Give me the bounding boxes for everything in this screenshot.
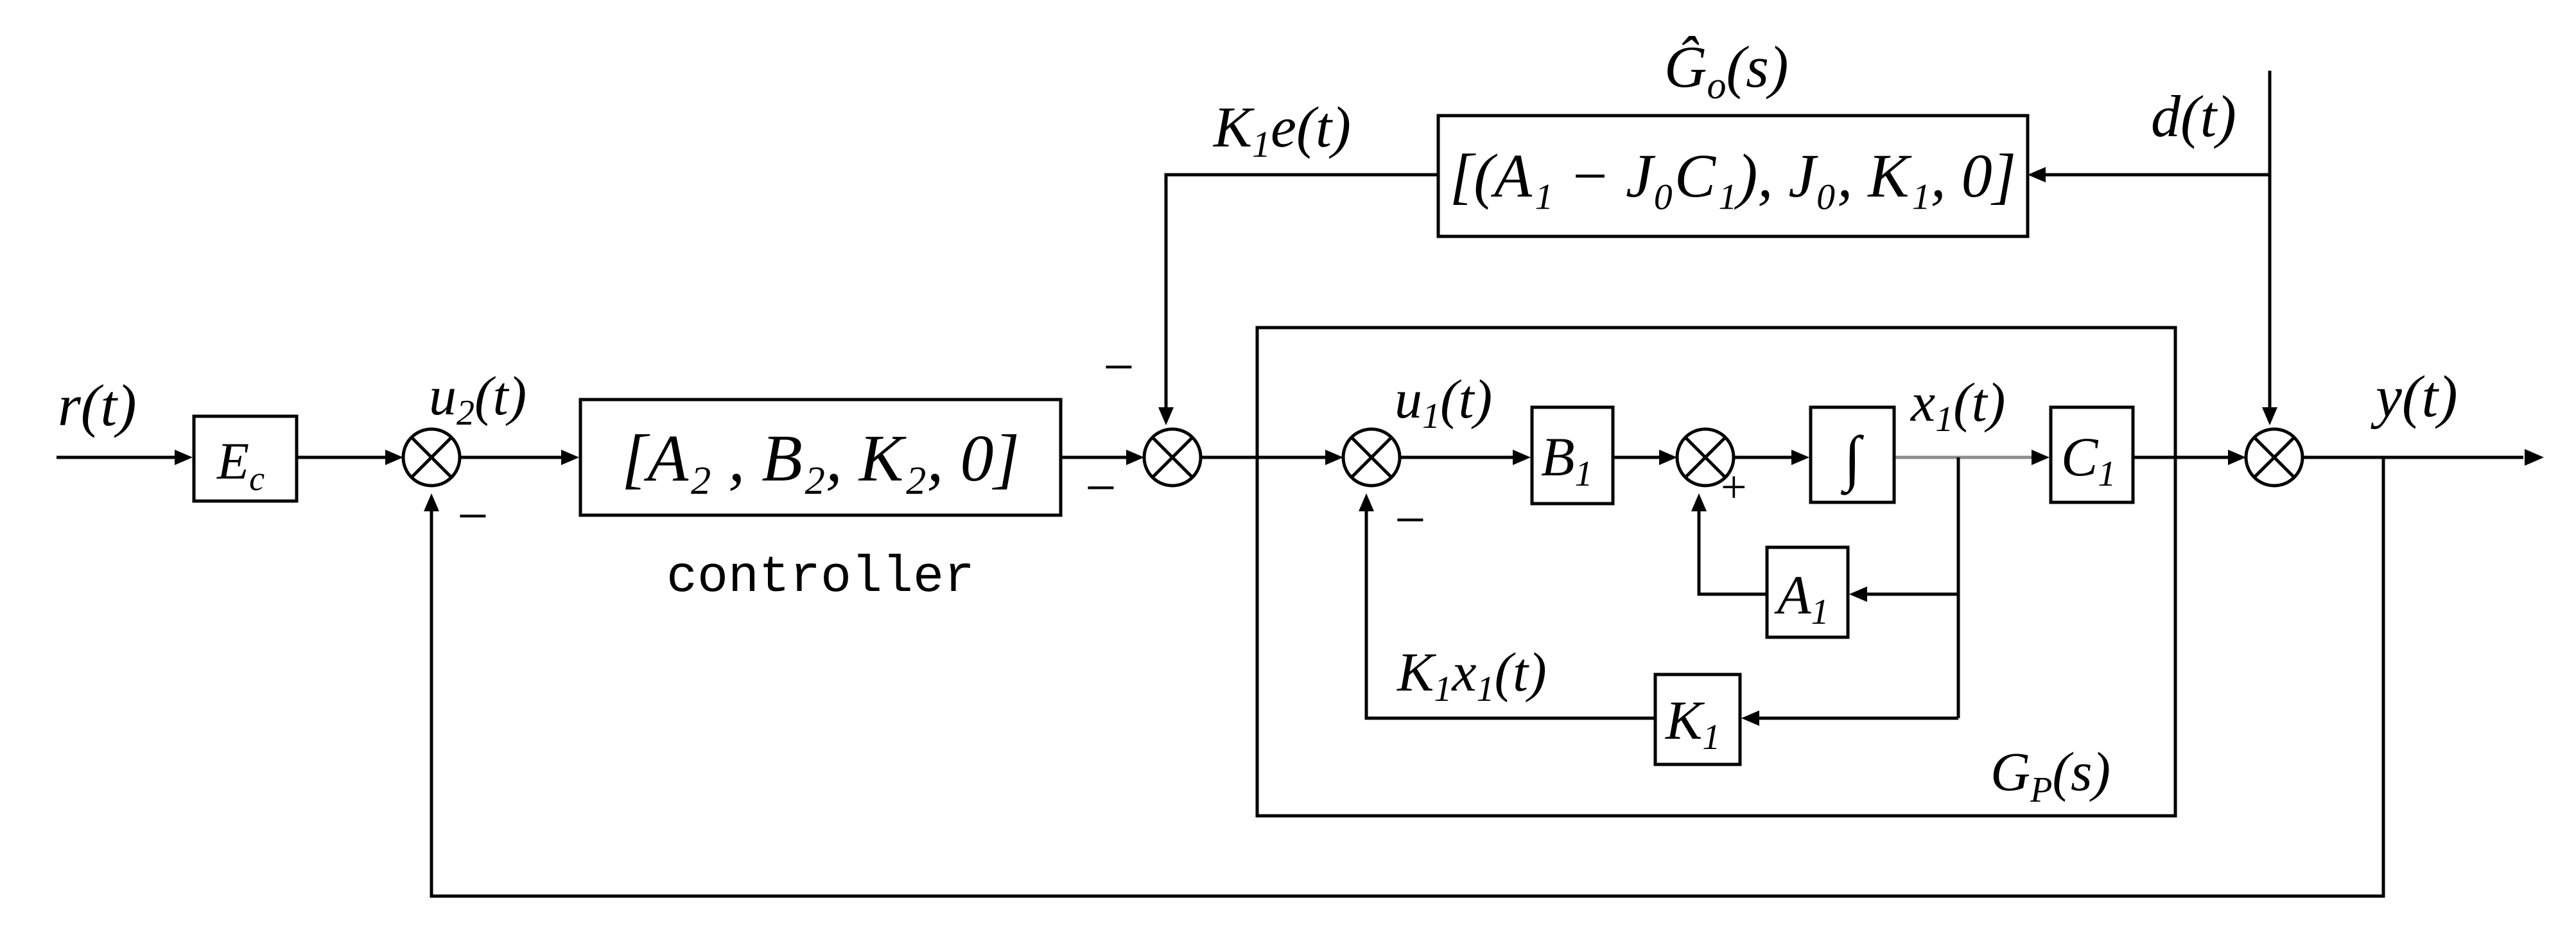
a1-block: A1 bbox=[1765, 545, 1850, 639]
controller-block: [A₂ , B₂, K₂, 0] bbox=[579, 398, 1063, 517]
arrowhead bbox=[1359, 493, 1374, 511]
svg-text:∫: ∫ bbox=[1840, 423, 1865, 495]
sign-minus-sum2-top: − bbox=[1103, 336, 1135, 398]
arrowhead bbox=[1126, 450, 1144, 465]
arrowhead bbox=[1325, 450, 1343, 465]
b1-block: B1 bbox=[1530, 405, 1615, 506]
arrowhead bbox=[1513, 450, 1531, 465]
svg-text:A1: A1 bbox=[1774, 564, 1829, 632]
summing-junction-5 bbox=[2244, 427, 2304, 488]
arrowhead bbox=[1158, 407, 1174, 425]
signal-k1e-label: K1e(t) bbox=[1212, 96, 1351, 165]
observer-title: Ĝo(s) bbox=[1664, 34, 1789, 107]
svg-text:K1: K1 bbox=[1664, 689, 1720, 757]
wire-a1-to-sum4 bbox=[1697, 507, 1767, 596]
ec-block: Ec bbox=[192, 414, 299, 503]
k1-block: K1 bbox=[1653, 673, 1742, 766]
arrowhead bbox=[1849, 586, 1867, 602]
observer-block: [(A₁ − J₀C₁), J₀, K₁, 0] bbox=[1436, 114, 2030, 238]
svg-text:C1: C1 bbox=[2061, 426, 2116, 494]
arrowhead bbox=[1659, 450, 1677, 465]
controller-caption: controller bbox=[666, 549, 975, 607]
summing-junction-1 bbox=[401, 427, 462, 488]
arrowhead bbox=[561, 450, 579, 465]
svg-text:B1: B1 bbox=[1541, 426, 1593, 494]
arrowhead bbox=[1741, 710, 1759, 726]
controller-expression: [A₂ , B₂, K₂, 0] bbox=[622, 421, 1020, 495]
wire-k1-to-sum3 bbox=[1364, 507, 1655, 720]
wire-y-feedback bbox=[430, 457, 2385, 898]
sign-minus-sum2-bottom: − bbox=[1085, 457, 1117, 518]
integrator-block: ∫ bbox=[1809, 405, 1896, 504]
sign-minus-sum3: − bbox=[1395, 489, 1426, 551]
arrowhead bbox=[2028, 167, 2046, 182]
plant-boundary bbox=[1255, 326, 2177, 818]
arrowhead bbox=[385, 450, 403, 465]
signal-d-label: d(t) bbox=[2151, 84, 2236, 149]
wire-observer-to-sum2 bbox=[1164, 173, 1438, 411]
svg-text:Ec: Ec bbox=[216, 432, 265, 498]
arrowhead bbox=[424, 493, 439, 511]
arrowhead bbox=[2228, 450, 2246, 465]
arrowhead bbox=[2525, 449, 2544, 466]
summing-junction-3 bbox=[1341, 427, 1402, 488]
sign-plus-sum4: + bbox=[1721, 461, 1747, 513]
arrowhead bbox=[1791, 450, 1809, 465]
arrowhead bbox=[1691, 493, 1707, 511]
signal-x1-label: x1(t) bbox=[1910, 371, 2005, 439]
summing-junction-4 bbox=[1675, 427, 1736, 488]
observer-expression: [(A₁ − J₀C₁), J₀, K₁, 0] bbox=[1450, 141, 2016, 210]
summing-junction-2 bbox=[1142, 427, 1203, 488]
signal-u2-label: u2(t) bbox=[429, 365, 527, 433]
signal-k1x1-label: K1x1(t) bbox=[1396, 641, 1547, 709]
signal-y-label: y(t) bbox=[2371, 364, 2458, 429]
sign-minus-sum1: − bbox=[457, 485, 489, 547]
plant-title: GP(s) bbox=[1990, 741, 2110, 810]
arrowhead bbox=[2032, 450, 2049, 465]
arrowhead bbox=[175, 450, 193, 465]
arrowhead bbox=[2262, 407, 2277, 425]
c1-block: C1 bbox=[2049, 405, 2135, 504]
signal-r-label: r(t) bbox=[58, 373, 137, 438]
signal-u1-label: u1(t) bbox=[1395, 368, 1492, 436]
